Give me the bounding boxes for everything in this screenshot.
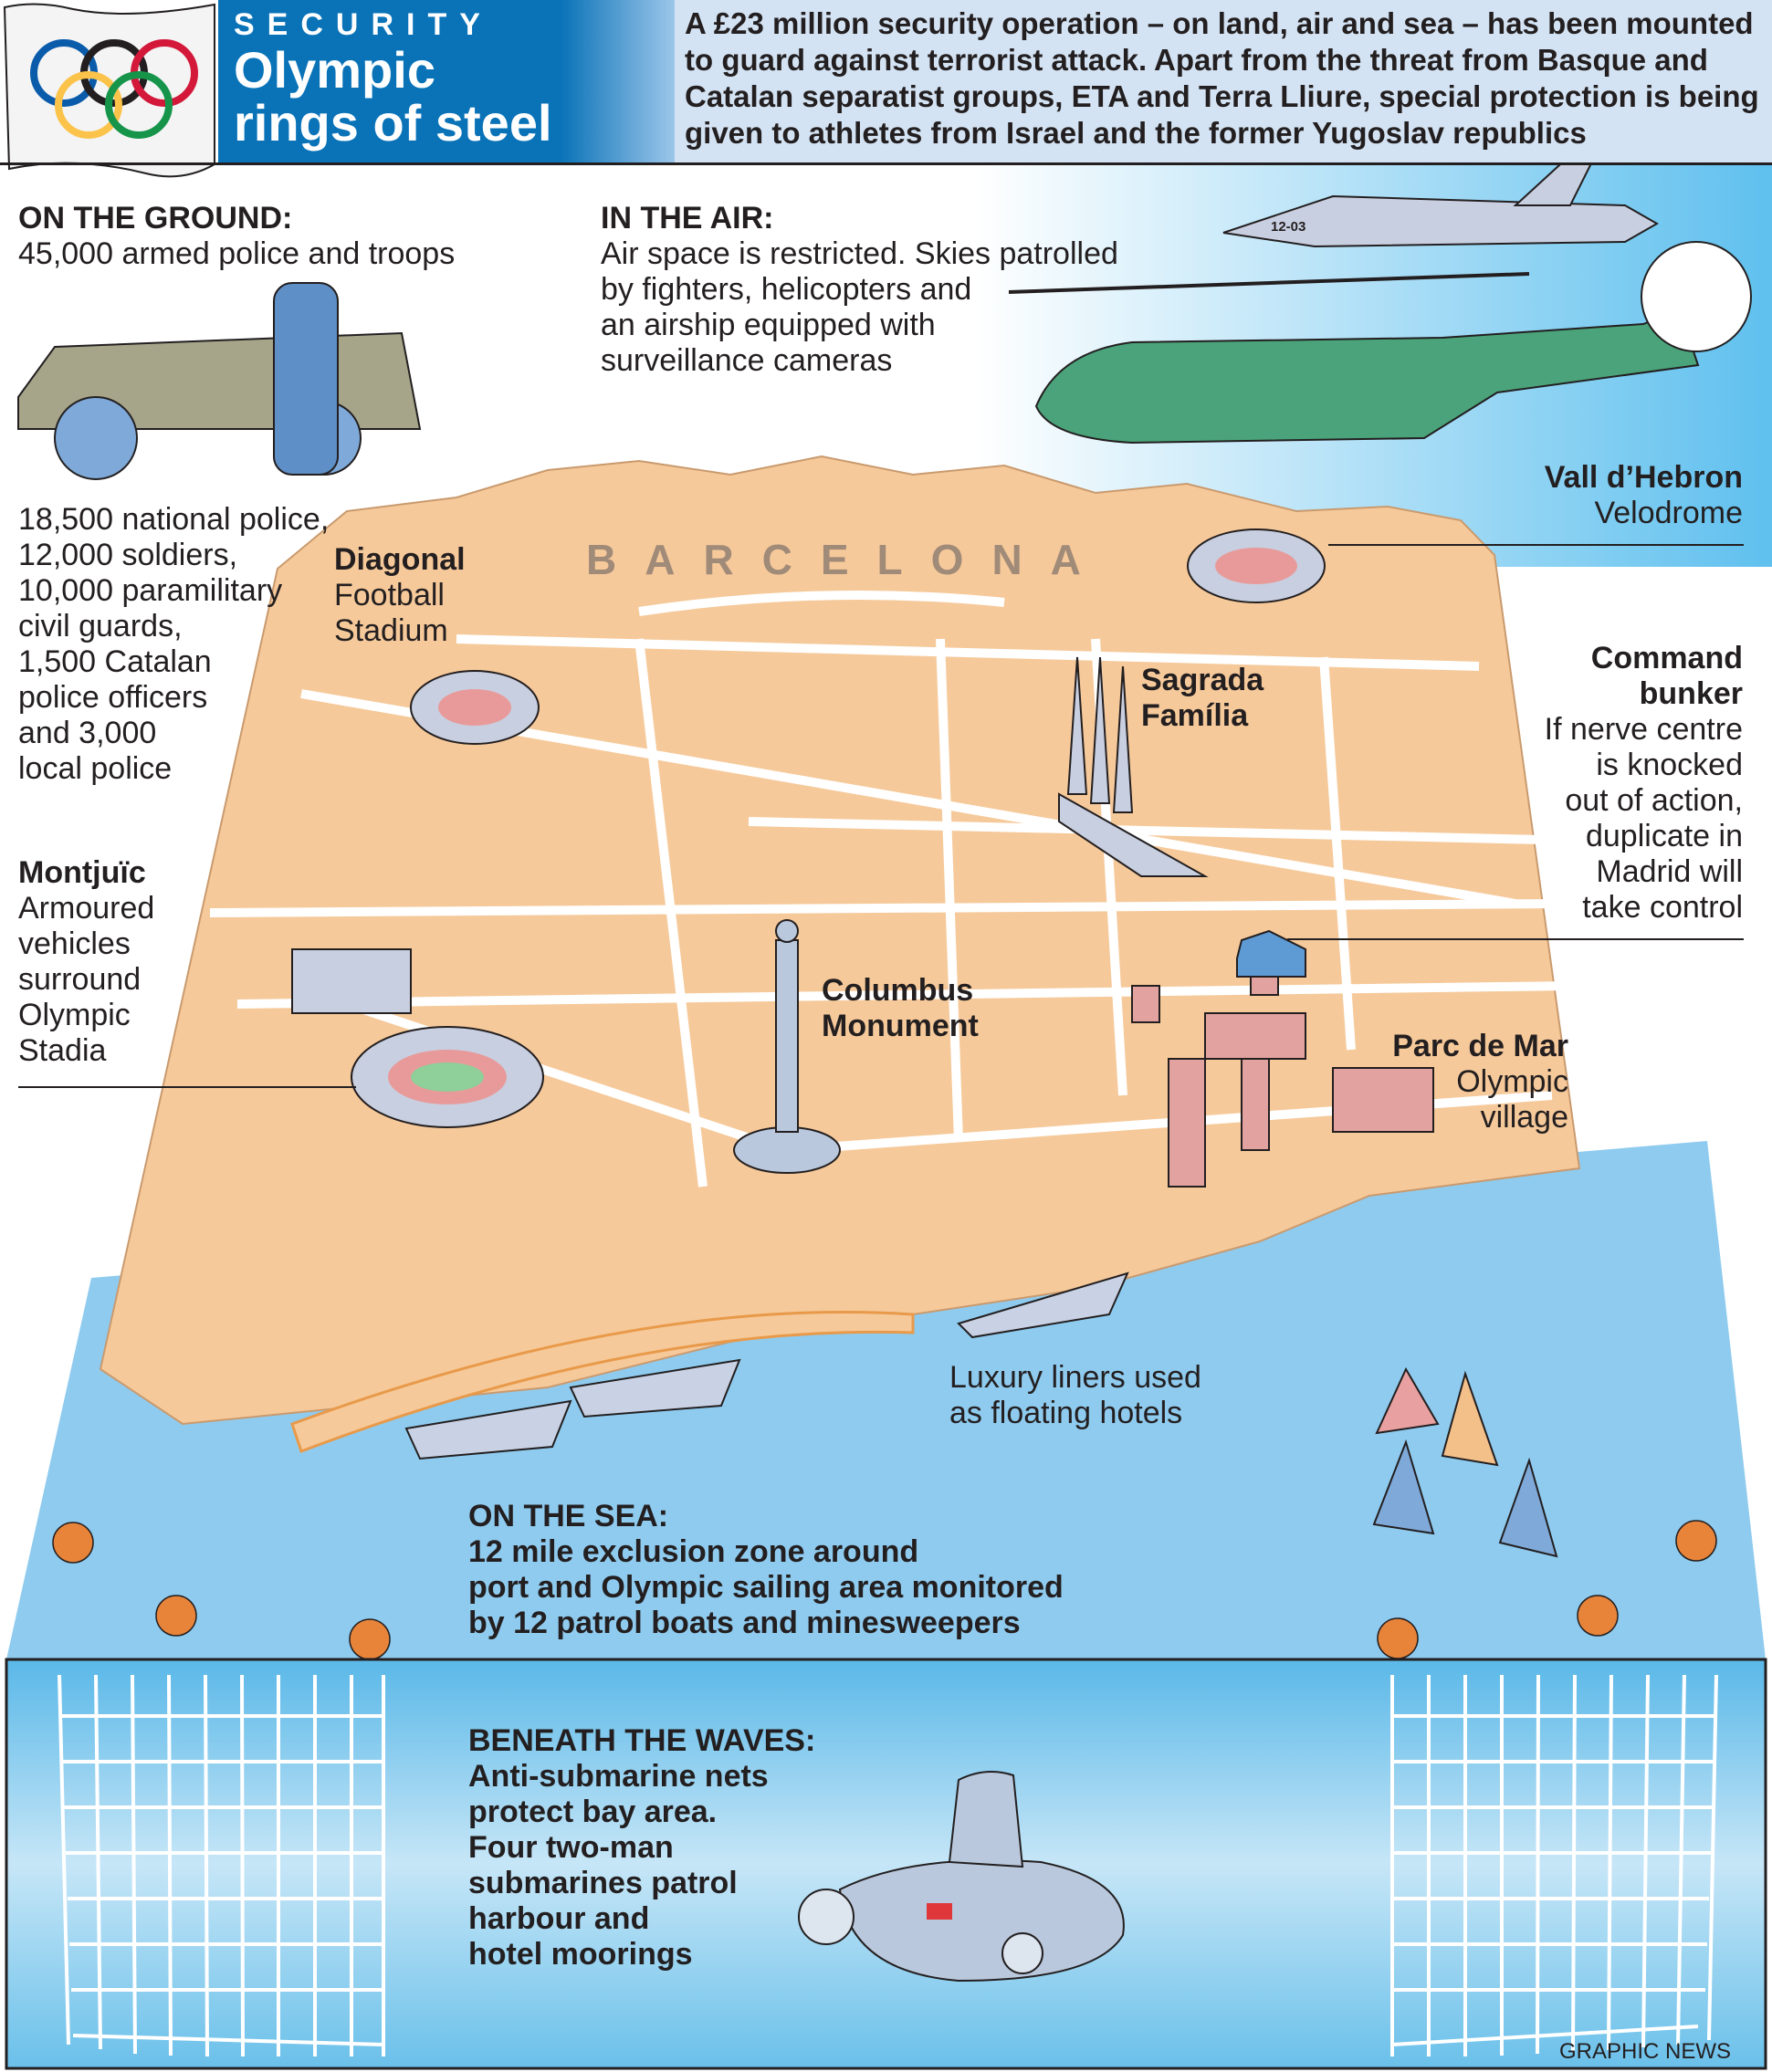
label-columbus: Columbus Monument (822, 973, 979, 1044)
label-desc: as floating hotels (949, 1396, 1183, 1430)
waves-line: harbour and (468, 1901, 650, 1936)
header: SECURITY Olympic rings of steel A £23 mi… (0, 0, 1772, 165)
label-desc: is knocked (1596, 748, 1743, 782)
breakdown-line: police officers (18, 680, 208, 715)
label-liners: Luxury liners used as floating hotels (949, 1360, 1201, 1431)
olympic-flag (3, 3, 215, 178)
label-name: Diagonal (334, 542, 466, 577)
fighter-jet-shape (1222, 153, 1660, 248)
label-name: Command (1590, 641, 1743, 675)
label-name: Família (1141, 698, 1249, 733)
label-name: Vall d’Hebron (1544, 460, 1743, 495)
air-heading: IN THE AIR: (601, 201, 774, 235)
page-title: Olympic rings of steel (234, 44, 552, 150)
label-montjuic: Montjuïc Armoured vehicles surround Olym… (18, 855, 154, 1069)
intro-text: A £23 million security operation – on la… (685, 6, 1759, 150)
buoy-shapes (52, 1520, 1717, 1660)
label-desc: Madrid will (1596, 854, 1743, 889)
air-line: by fighters, helicopters and (601, 272, 972, 307)
label-name: Monument (822, 1009, 979, 1043)
breakdown-line: 1,500 Catalan (18, 644, 212, 679)
intro-band (675, 0, 1772, 162)
armoured-vehicle-shape (17, 282, 422, 480)
label-desc: Stadia (18, 1033, 107, 1068)
air-section: IN THE AIR: Air space is restricted. Ski… (601, 201, 1118, 379)
waves-section: BENEATH THE WAVES: Anti-submarine nets p… (468, 1723, 815, 1973)
kicker: SECURITY (234, 7, 493, 42)
label-command-bunker: Command bunker If nerve centre is knocke… (1545, 641, 1743, 926)
credit: GRAPHIC NEWS (1558, 2039, 1731, 2064)
label-desc: Football (334, 578, 445, 612)
waves-line: hotel moorings (468, 1937, 693, 1972)
leader-line (1328, 544, 1744, 546)
label-diagonal: Diagonal Football Stadium (334, 542, 466, 649)
label-vall-hebron: Vall d’Hebron Velodrome (1545, 460, 1743, 531)
liner-shapes (404, 1271, 1129, 1460)
label-desc: If nerve centre (1544, 712, 1743, 747)
breakdown-line: 10,000 paramilitary (18, 573, 283, 608)
sea-line: 12 mile exclusion zone around (468, 1534, 919, 1569)
label-desc: Velodrome (1594, 496, 1743, 530)
title-band (218, 0, 675, 162)
label-name: Montjuïc (18, 855, 146, 890)
sea-heading: ON THE SEA: (468, 1499, 669, 1533)
underwater-panel (5, 1658, 1767, 2070)
label-parc-de-mar: Parc de Mar Olympic village (1392, 1029, 1568, 1135)
waves-line: Anti-submarine nets (468, 1759, 769, 1794)
sea-section: ON THE SEA: 12 mile exclusion zone aroun… (468, 1499, 1064, 1641)
stadium-shapes (291, 528, 1326, 1128)
air-line: an airship equipped with (601, 308, 936, 342)
jet-marking: 12-03 (1271, 219, 1306, 235)
label-desc: take control (1582, 890, 1743, 925)
anti-submarine-nets (58, 1674, 1718, 2057)
harbour-quay (290, 1311, 915, 1453)
columbus-monument-shape (733, 919, 841, 1174)
waves-line: protect bay area. (468, 1795, 718, 1829)
sagrada-familia-shape (1058, 656, 1209, 877)
label-name: Sagrada (1141, 663, 1264, 697)
breakdown-line: 12,000 soldiers, (18, 538, 238, 572)
city-label: BARCELONA (586, 536, 1109, 583)
label-desc: out of action, (1565, 783, 1743, 818)
breakdown-line: civil guards, (18, 609, 183, 644)
label-desc: Olympic (18, 998, 131, 1032)
waves-line: Four two-man (468, 1830, 674, 1865)
ground-heading: ON THE GROUND: (18, 201, 293, 235)
waves-line: submarines patrol (468, 1866, 738, 1900)
title-line: rings of steel (234, 94, 552, 152)
label-desc: village (1480, 1100, 1568, 1135)
leader-line (1287, 938, 1744, 940)
label-desc: Armoured (18, 891, 155, 926)
ground-breakdown: 18,500 national police, 12,000 soldiers,… (18, 502, 329, 787)
leader-line (18, 1086, 356, 1088)
sailboat-shapes (1372, 1366, 1558, 1558)
olympic-village-shape (1131, 967, 1434, 1188)
helicopter-shape (1008, 241, 1752, 445)
label-desc: Luxury liners used (949, 1360, 1201, 1395)
ground-section: ON THE GROUND: 45,000 armed police and t… (18, 201, 455, 272)
sea-line: by 12 patrol boats and minesweepers (468, 1606, 1021, 1640)
breakdown-line: and 3,000 (18, 716, 157, 750)
command-bunker-shape (1236, 929, 1306, 978)
sea-line: port and Olympic sailing area monitored (468, 1570, 1064, 1605)
air-line: Air space is restricted. Skies patrolled (601, 236, 1118, 271)
label-name: bunker (1639, 676, 1743, 711)
label-sagrada-familia: Sagrada Família (1141, 663, 1263, 734)
breakdown-line: 18,500 national police, (18, 502, 330, 537)
air-line: surveillance cameras (601, 343, 893, 378)
olympic-rings-icon (30, 39, 198, 139)
submarine-shape (798, 1771, 1125, 1983)
waves-heading: BENEATH THE WAVES: (468, 1723, 816, 1758)
label-desc: Stadium (334, 613, 448, 648)
label-desc: vehicles (18, 926, 131, 961)
label-desc: duplicate in (1585, 819, 1743, 853)
label-name: Columbus (822, 973, 974, 1008)
ground-summary: 45,000 armed police and troops (18, 236, 456, 271)
label-name: Parc de Mar (1392, 1029, 1568, 1063)
title-line: Olympic (234, 41, 435, 99)
label-desc: Olympic (1456, 1064, 1568, 1099)
label-desc: surround (18, 962, 142, 997)
breakdown-line: local police (18, 751, 173, 786)
